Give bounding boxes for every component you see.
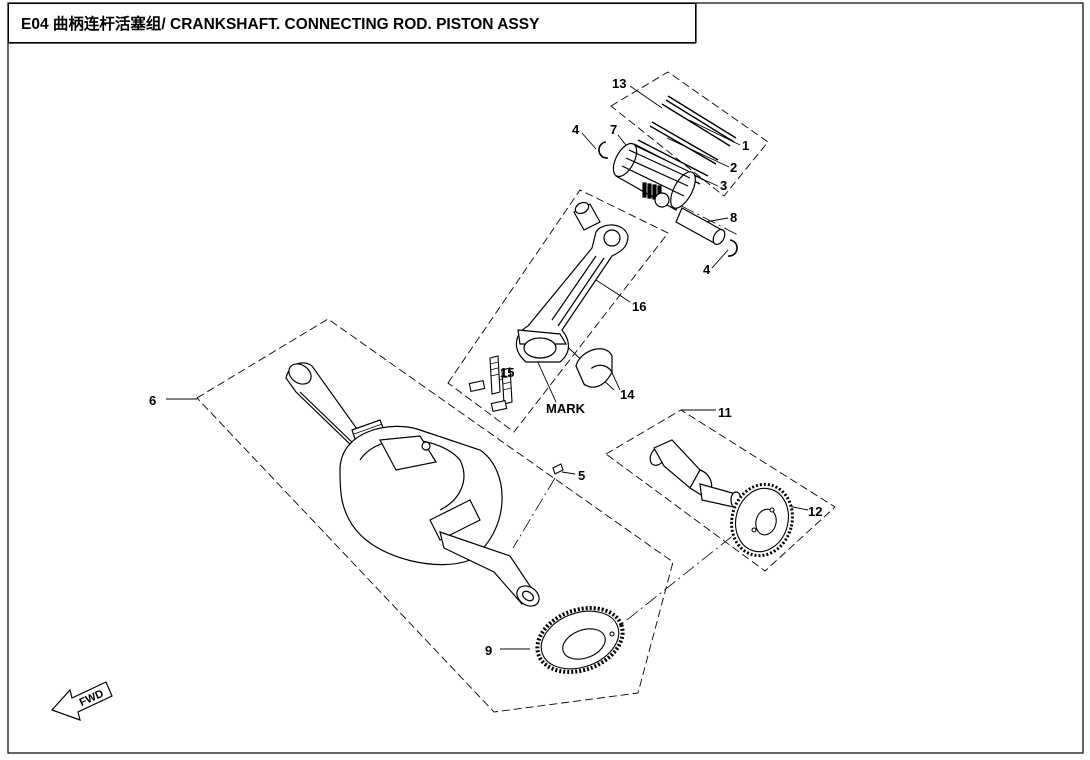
- callout-8: 8: [730, 210, 737, 225]
- page-border: [7, 2, 1084, 754]
- callout-6: 6: [149, 393, 156, 408]
- callout-4-upper: 4: [572, 122, 580, 137]
- callout-16: 16: [632, 299, 646, 314]
- connecting-rod: [515, 224, 629, 363]
- callout-14: 14: [620, 387, 635, 402]
- balancer-group-box: [605, 409, 836, 572]
- callout-4-lower: 4: [703, 262, 711, 277]
- callout-2: 2: [730, 160, 737, 175]
- callout-11: 11: [718, 405, 732, 420]
- callout-1: 1: [742, 138, 749, 153]
- big-end-bearing: [575, 348, 613, 388]
- conrod-group-box: [447, 189, 669, 433]
- piston-ring-2: [649, 121, 719, 165]
- balancer-shaft: [649, 439, 742, 509]
- callout-13: 13: [612, 76, 626, 91]
- callout-15: 15: [500, 365, 514, 380]
- circlip-upper: [598, 141, 609, 159]
- callout-7: 7: [610, 122, 617, 137]
- crankshaft-group-box: [196, 318, 674, 713]
- piston: [612, 142, 696, 211]
- woodruff-key: [552, 463, 564, 475]
- small-end-bushing: [573, 201, 601, 231]
- callout-12: 12: [808, 504, 822, 519]
- piston-ring-1: [661, 95, 737, 147]
- balancer-gear: [730, 482, 794, 558]
- fwd-arrow-icon: [50, 681, 113, 721]
- callout-5: 5: [578, 468, 585, 483]
- piston-pin: [675, 207, 726, 246]
- piston-ring-group-box: [610, 71, 769, 197]
- crankshaft: [285, 362, 540, 607]
- crank-gear: [535, 606, 625, 674]
- callout-9: 9: [485, 643, 492, 658]
- conrod-bolts: [468, 355, 513, 413]
- diagram-title: E04 曲柄连杆活塞组/ CRANKSHAFT. CONNECTING ROD.…: [8, 3, 696, 43]
- mark-label: MARK: [546, 401, 586, 416]
- circlip-lower: [727, 239, 738, 257]
- callout-3: 3: [720, 178, 727, 193]
